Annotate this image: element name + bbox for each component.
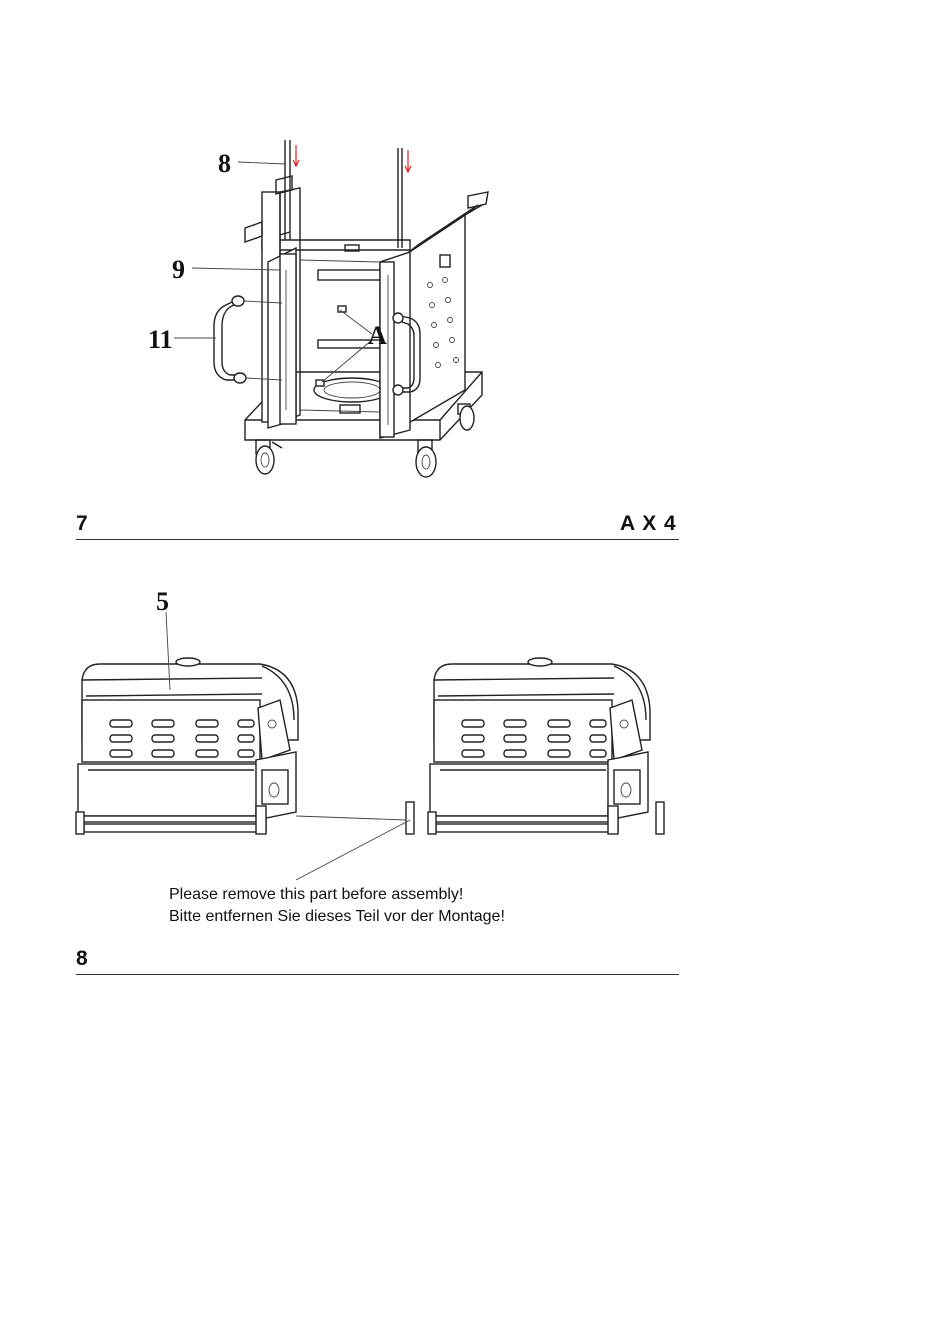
grill-after xyxy=(428,658,650,834)
wheel-front-right xyxy=(416,440,436,477)
removal-note-de: Bitte entfernen Sie dieses Teil vor der … xyxy=(169,906,505,927)
removal-note-en: Please remove this part before assembly! xyxy=(169,884,463,905)
step-number-8: 8 xyxy=(76,947,88,971)
removed-part xyxy=(406,802,414,834)
cart-assembly-illustration: 8 9 11 A xyxy=(0,0,933,500)
step-number-7: 7 xyxy=(76,512,88,536)
wheel-front-left xyxy=(256,440,282,474)
callout-A: A xyxy=(368,321,387,350)
callout-9: 9 xyxy=(172,255,185,284)
callout-8: 8 xyxy=(218,149,231,178)
callout-11: 11 xyxy=(148,325,173,354)
step-divider xyxy=(76,539,679,540)
step-divider xyxy=(76,974,679,975)
grill-head-illustration: 5 xyxy=(0,560,933,890)
callout-5: 5 xyxy=(156,587,169,616)
removed-part-after xyxy=(656,802,664,834)
down-arrow-icon xyxy=(293,145,299,166)
grill-before xyxy=(76,658,298,834)
hardware-quantity: A X 4 xyxy=(620,512,677,536)
down-arrow-icon xyxy=(405,150,411,172)
